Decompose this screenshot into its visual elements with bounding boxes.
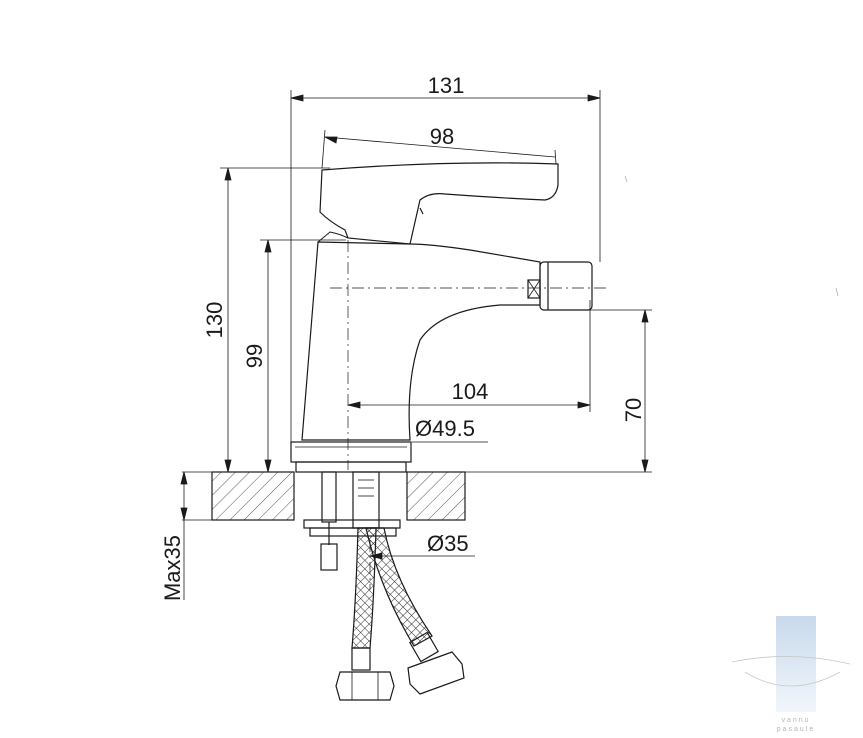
label-98: 98 xyxy=(430,124,454,149)
watermark-text-line1: vannu xyxy=(781,717,810,724)
base-flange xyxy=(290,441,412,473)
dimension-70 xyxy=(465,309,652,473)
label-130: 130 xyxy=(202,302,227,339)
dimension-104 xyxy=(347,300,591,412)
hose-nut-right xyxy=(407,631,465,695)
dimension-130 xyxy=(220,167,330,473)
watermark-bar xyxy=(776,616,816,712)
label-104: 104 xyxy=(452,379,489,404)
label-hole-diameter: Ø35 xyxy=(427,531,469,556)
faucet-body xyxy=(301,241,541,441)
bidet-nozzle xyxy=(527,261,593,311)
centre-lines xyxy=(330,240,610,590)
lever-handle xyxy=(317,162,559,245)
pull-rod xyxy=(303,471,401,571)
dimension-99 xyxy=(260,239,346,473)
label-131: 131 xyxy=(428,73,465,98)
watermark-logo: vannu pasaule xyxy=(731,616,851,733)
countertop-section xyxy=(182,471,466,521)
hose-nut-left xyxy=(335,647,395,701)
dimension-131 xyxy=(290,90,601,442)
label-max35: Max35 xyxy=(160,535,185,601)
watermark-text-line2: pasaule xyxy=(777,726,816,733)
label-70: 70 xyxy=(621,398,646,422)
dimension-98 xyxy=(321,129,557,169)
dimension-max35 xyxy=(180,471,188,600)
label-99: 99 xyxy=(242,344,267,368)
label-base-diameter: Ø49.5 xyxy=(415,416,475,441)
dimension-hole-diameter xyxy=(369,552,475,560)
flex-hose-right xyxy=(365,527,433,647)
